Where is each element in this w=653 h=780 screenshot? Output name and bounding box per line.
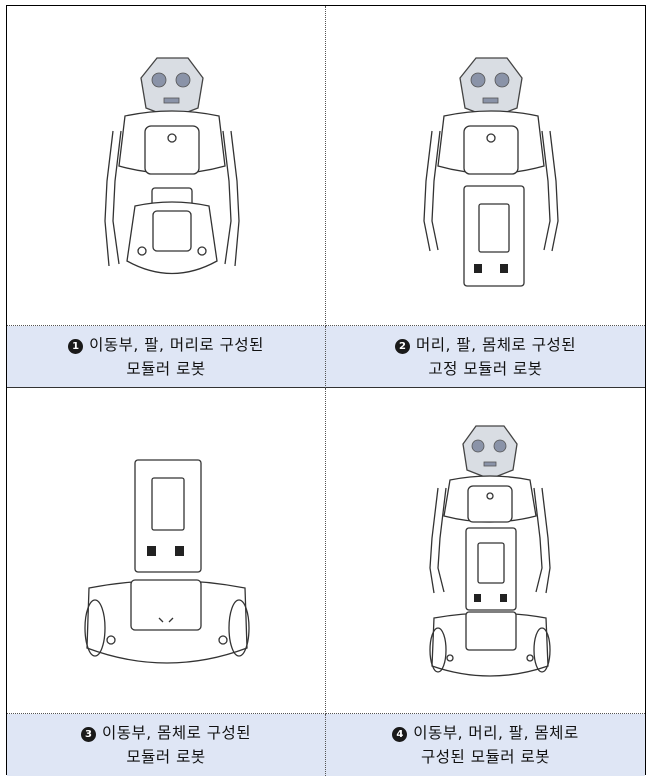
caption-1: 1 이동부, 팔, 머리로 구성된 모듈러 로봇: [7, 326, 326, 388]
robot-drawing-1: [104, 57, 240, 275]
robot-image-2: [326, 6, 645, 326]
caption-line-2: 모듈러 로봇: [126, 359, 206, 378]
number-badge: 1: [68, 338, 84, 354]
caption-line-1: 이동부, 몸체로 구성된: [101, 724, 252, 742]
caption-line-2: 고정 모듈러 로봇: [428, 359, 543, 378]
caption-line-2: 구성된 모듈러 로봇: [421, 748, 550, 766]
number-badge: 4: [392, 727, 408, 742]
caption-line-2: 모듈러 로봇: [126, 748, 206, 766]
robot-image-1: [7, 6, 326, 326]
number-badge: 3: [80, 727, 96, 742]
robot-configurations-table: 1 이동부, 팔, 머리로 구성된 모듈러 로봇 2 머리, 팔, 몸체로 구성된 …: [6, 5, 646, 776]
caption-2: 2 머리, 팔, 몸체로 구성된 고정 모듈러 로봇: [326, 326, 645, 388]
robot-drawing-2: [423, 57, 559, 287]
caption-3: 3 이동부, 몸체로 구성된 모듈러 로봇: [7, 714, 326, 776]
robot-drawing-3: [84, 459, 250, 664]
robot-image-3: [7, 388, 326, 714]
caption-4: 4 이동부, 머리, 팔, 몸체로 구성된 모듈러 로봇: [326, 714, 645, 776]
robot-image-4: [326, 388, 645, 714]
caption-line-1: 이동부, 머리, 팔, 몸체로: [413, 724, 579, 742]
number-badge: 2: [395, 338, 410, 354]
caption-line-1: 이동부, 팔, 머리로 구성된: [89, 335, 264, 354]
caption-line-1: 머리, 팔, 몸체로 구성된: [416, 335, 576, 354]
robot-drawing-4: [429, 425, 551, 677]
